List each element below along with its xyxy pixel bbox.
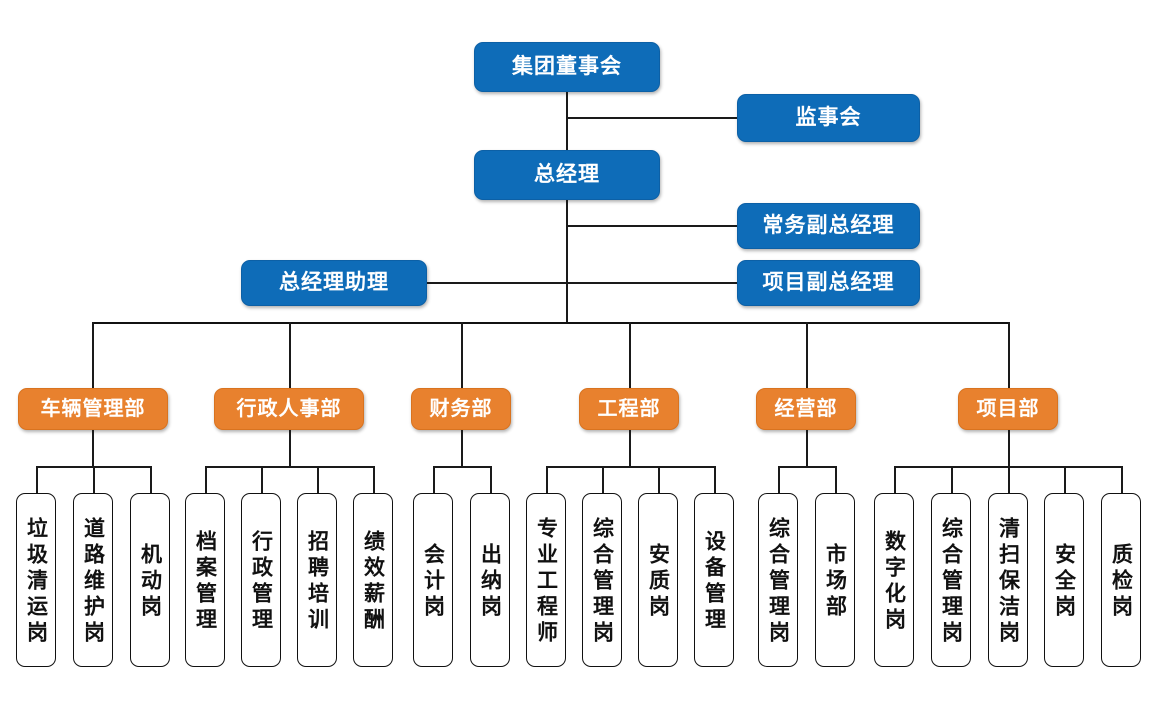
node-group-board[interactable]: 集团董事会 bbox=[474, 42, 660, 92]
leaf-drop-2-3 bbox=[317, 466, 319, 493]
department-box-5[interactable]: 经营部 bbox=[756, 388, 856, 430]
department-box-2[interactable]: 行政人事部 bbox=[214, 388, 364, 430]
connector-dept-drop-2 bbox=[289, 430, 291, 466]
position-box-6-1[interactable]: 数字化岗 bbox=[874, 493, 914, 667]
connector-spine-to-supervisors bbox=[566, 117, 737, 119]
leaf-drop-2-1 bbox=[205, 466, 207, 493]
connector-bus-drop-4 bbox=[629, 322, 631, 388]
position-box-4-4[interactable]: 设备管理 bbox=[694, 493, 734, 667]
department-box-4[interactable]: 工程部 bbox=[579, 388, 679, 430]
node-executive-deputy-gm[interactable]: 常务副总经理 bbox=[737, 203, 920, 249]
leaf-drop-2-4 bbox=[373, 466, 375, 493]
leaf-drop-5-2 bbox=[835, 466, 837, 493]
position-box-6-3[interactable]: 清扫保洁岗 bbox=[988, 493, 1028, 667]
connector-department-bus bbox=[92, 322, 1008, 324]
department-box-1[interactable]: 车辆管理部 bbox=[18, 388, 168, 430]
sub-bus-6 bbox=[894, 466, 1121, 468]
connector-dept-drop-1 bbox=[92, 430, 94, 466]
connector-board-to-gm bbox=[566, 92, 568, 150]
connector-dept-drop-4 bbox=[629, 430, 631, 466]
sub-bus-4 bbox=[546, 466, 714, 468]
connector-bus-drop-6 bbox=[1008, 322, 1010, 388]
position-box-1-2[interactable]: 道路维护岗 bbox=[73, 493, 113, 667]
leaf-drop-3-1 bbox=[433, 466, 435, 493]
leaf-drop-1-3 bbox=[150, 466, 152, 493]
position-box-3-1[interactable]: 会计岗 bbox=[413, 493, 453, 667]
leaf-drop-6-5 bbox=[1121, 466, 1123, 493]
sub-bus-2 bbox=[205, 466, 373, 468]
leaf-drop-1-1 bbox=[36, 466, 38, 493]
position-box-4-2[interactable]: 综合管理岗 bbox=[582, 493, 622, 667]
connector-spine-to-project-deputy-gm bbox=[427, 282, 737, 284]
position-box-4-3[interactable]: 安质岗 bbox=[638, 493, 678, 667]
node-project-deputy-gm[interactable]: 项目副总经理 bbox=[737, 260, 920, 306]
connector-bus-drop-2 bbox=[289, 322, 291, 388]
position-box-2-3[interactable]: 招聘培训 bbox=[297, 493, 337, 667]
position-box-6-2[interactable]: 综合管理岗 bbox=[931, 493, 971, 667]
leaf-drop-6-3 bbox=[1008, 466, 1010, 493]
connector-bus-drop-5 bbox=[806, 322, 808, 388]
position-box-4-1[interactable]: 专业工程师 bbox=[526, 493, 566, 667]
leaf-drop-4-1 bbox=[546, 466, 548, 493]
sub-bus-3 bbox=[433, 466, 490, 468]
leaf-drop-1-2 bbox=[93, 466, 95, 493]
node-gm-assistant[interactable]: 总经理助理 bbox=[241, 260, 427, 306]
position-box-2-4[interactable]: 绩效薪酬 bbox=[353, 493, 393, 667]
position-box-5-2[interactable]: 市场部 bbox=[815, 493, 855, 667]
position-box-5-1[interactable]: 综合管理岗 bbox=[758, 493, 798, 667]
position-box-1-3[interactable]: 机动岗 bbox=[130, 493, 170, 667]
position-box-3-2[interactable]: 出纳岗 bbox=[470, 493, 510, 667]
leaf-drop-4-2 bbox=[602, 466, 604, 493]
position-box-1-1[interactable]: 垃圾清运岗 bbox=[16, 493, 56, 667]
leaf-drop-5-1 bbox=[778, 466, 780, 493]
node-board-of-supervisors[interactable]: 监事会 bbox=[737, 94, 920, 142]
position-box-6-5[interactable]: 质检岗 bbox=[1101, 493, 1141, 667]
leaf-drop-6-4 bbox=[1064, 466, 1066, 493]
leaf-drop-4-4 bbox=[714, 466, 716, 493]
sub-bus-5 bbox=[778, 466, 835, 468]
department-box-3[interactable]: 财务部 bbox=[411, 388, 511, 430]
connector-dept-drop-5 bbox=[806, 430, 808, 466]
position-box-2-1[interactable]: 档案管理 bbox=[185, 493, 225, 667]
connector-spine-to-executive-deputy-gm bbox=[566, 225, 737, 227]
department-box-6[interactable]: 项目部 bbox=[958, 388, 1058, 430]
connector-bus-drop-1 bbox=[92, 322, 94, 388]
connector-gm-spine bbox=[566, 200, 568, 323]
leaf-drop-2-2 bbox=[261, 466, 263, 493]
leaf-drop-6-1 bbox=[894, 466, 896, 493]
connector-dept-drop-3 bbox=[461, 430, 463, 466]
connector-bus-drop-3 bbox=[461, 322, 463, 388]
leaf-drop-6-2 bbox=[951, 466, 953, 493]
node-general-manager[interactable]: 总经理 bbox=[474, 150, 660, 200]
connector-dept-drop-6 bbox=[1008, 430, 1010, 466]
leaf-drop-4-3 bbox=[658, 466, 660, 493]
position-box-6-4[interactable]: 安全岗 bbox=[1044, 493, 1084, 667]
leaf-drop-3-2 bbox=[490, 466, 492, 493]
position-box-2-2[interactable]: 行政管理 bbox=[241, 493, 281, 667]
